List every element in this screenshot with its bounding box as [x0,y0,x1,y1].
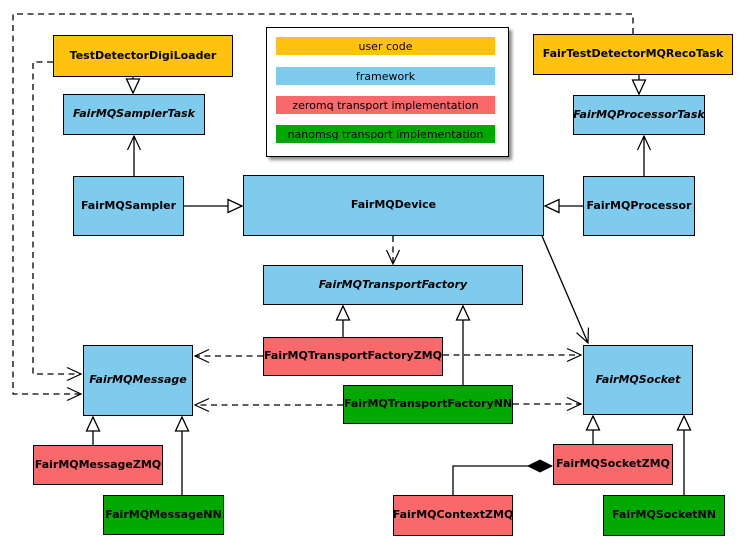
legend-item-user-code: user code [276,37,495,55]
legend-item-framework: framework [276,67,495,85]
class-node-test-detector-digi-loader: TestDetectorDigiLoader [53,35,233,77]
class-node-fairmq-processor-task: FairMQProcessorTask [573,95,705,135]
class-node-fairmq-message-zmq: FairMQMessageZMQ [33,445,163,485]
class-node-fair-test-detector-mq-reco-task: FairTestDetectorMQRecoTask [533,34,733,75]
class-node-fairmq-message-nn: FairMQMessageNN [103,495,224,535]
class-node-fairmq-sampler-task: FairMQSamplerTask [63,94,205,135]
class-node-fairmq-transport-factory-zmq: FairMQTransportFactoryZMQ [263,337,443,376]
class-node-fairmq-sampler: FairMQSampler [73,176,184,236]
edge-association-device-socket [541,235,590,345]
class-node-fairmq-socket: FairMQSocket [583,345,693,415]
class-node-fairmq-context-zmq: FairMQContextZMQ [393,495,513,536]
class-node-fairmq-transport-factory-nn: FairMQTransportFactoryNN [343,385,513,424]
class-node-fairmq-message: FairMQMessage [83,345,193,416]
class-node-fairmq-socket-nn: FairMQSocketNN [603,495,725,536]
legend-box: user code framework zeromq transport imp… [266,27,509,157]
class-node-fairmq-transport-factory: FairMQTransportFactory [263,265,523,305]
class-node-fairmq-socket-zmq: FairMQSocketZMQ [553,444,673,485]
class-node-fairmq-device: FairMQDevice [243,175,544,236]
class-node-fairmq-processor: FairMQProcessor [583,176,695,236]
edge-composition-contextZMQ-socketZMQ [452,466,552,495]
edge-dependency-recoTask-message [12,13,634,402]
legend-item-zeromq: zeromq transport implementation [276,96,495,114]
legend-item-nanomsg: nanomsg transport implementation [276,125,495,143]
